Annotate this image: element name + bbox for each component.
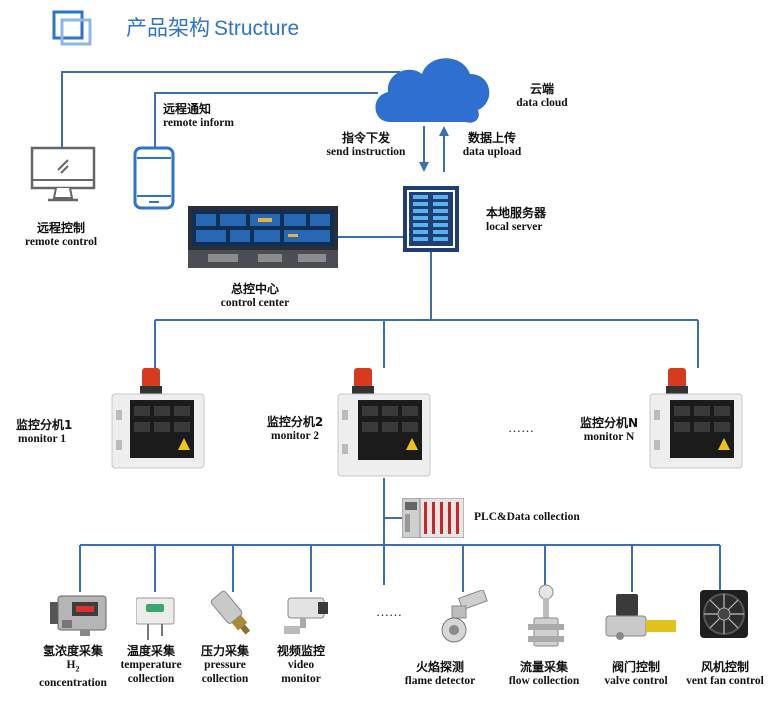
monitor-cabinet-1 [110,366,206,470]
cloud-label-zh: 云端 [529,82,554,96]
control-center-zh: 总控中心 [230,282,279,296]
monitor-1-en: monitor 1 [18,433,67,445]
plc-icon [401,497,465,539]
control-center-image [188,206,338,268]
logo-icon [52,10,92,46]
server-label: 本地服务器 local server [486,206,546,234]
desktop-monitor-icon [30,146,96,204]
page-title-zh: 产品架构 [126,16,210,40]
h2-sensor-icon [50,592,110,638]
flow-meter-icon [526,584,566,650]
device-fan-zh: 风机控制 [700,660,749,674]
remote-control-en: remote control [24,236,98,248]
page-title-en: Structure [214,17,300,40]
cloud-label-en: data cloud [516,97,568,109]
send-arrow [419,126,429,172]
device-video-en2: monitor [281,673,321,685]
device-valve-zh: 阀门控制 [611,660,660,674]
monitor-2-en: monitor 2 [270,430,320,442]
device-fan-en: vent fan control [686,675,764,687]
remote-inform-en: remote inform [163,117,234,129]
cloud-label: 云端 data cloud [512,82,572,110]
upload-label-zh: 数据上传 [467,131,516,145]
send-label-zh: 指令下发 [341,131,390,145]
control-center-en: control center [220,297,290,309]
page-title: 产品架构 Structure [126,12,299,42]
device-temperature-label: 温度采集 temperature collection [110,644,192,686]
monitor-2-label: 监控分机2 monitor 2 [258,415,332,443]
monitor-ellipsis: …… [508,420,534,435]
device-flow-en: flow collection [508,675,580,687]
remote-inform-zh: 远程通知 [163,102,212,116]
monitor-n-label: 监控分机N monitor N [572,416,646,444]
monitor-1-label: 监控分机1 monitor 1 [16,418,72,446]
device-pressure-en2: collection [201,673,249,685]
device-temperature-en2: collection [127,673,175,685]
device-h2-label: 氢浓度采集 H2 concentration [22,644,124,690]
device-pressure-label: 压力采集 pressure collection [190,644,260,686]
plc-label: PLC&Data collection [474,511,580,523]
device-temperature-zh: 温度采集 [126,644,175,658]
device-fan-label: 风机控制 vent fan control [678,660,772,688]
device-pressure-zh: 压力采集 [200,644,249,658]
camera-icon [280,594,330,638]
device-flame-zh: 火焰探测 [415,660,464,674]
device-h2-en: concentration [39,677,107,690]
send-instruction-label: 指令下发 send instruction [316,131,416,159]
sensor-ellipsis: …… [376,604,402,619]
monitor-cabinet-2 [336,366,432,478]
upload-arrow [439,126,449,172]
device-video-en1: video [287,659,315,671]
device-flow-zh: 流量采集 [519,660,568,674]
temperature-sensor-icon [135,596,176,640]
monitor-2-zh: 监控分机2 [266,415,324,429]
phone-icon [133,146,175,210]
valve-icon [600,592,680,642]
device-h2-symbol: H [66,659,76,671]
monitor-n-en: monitor N [583,431,635,443]
device-video-label: 视频监控 video monitor [266,644,336,686]
control-center-label: 总控中心 control center [200,282,310,310]
remote-control-label: 远程控制 remote control [12,221,110,249]
remote-control-zh: 远程控制 [36,221,85,235]
upload-label-en: data upload [462,146,522,158]
device-h2-subscript: 2 [75,664,80,674]
server-icon [403,186,459,252]
device-flame-label: 火焰探测 flame detector [392,660,488,688]
remote-inform-label: 远程通知 remote inform [163,102,234,130]
cloud-icon [370,50,496,126]
device-h2-zh: 氢浓度采集 [42,644,103,658]
vent-fan-icon [700,590,748,638]
device-h2-formula: H2 [22,658,124,676]
send-label-en: send instruction [326,146,406,158]
device-flame-en: flame detector [404,675,476,687]
flame-detector-icon [436,588,490,648]
device-valve-en: valve control [604,675,668,687]
device-flow-label: 流量采集 flow collection [496,660,592,688]
device-valve-label: 阀门控制 valve control [594,660,678,688]
data-upload-label: 数据上传 data upload [454,131,530,159]
monitor-n-zh: 监控分机N [579,416,639,430]
server-label-zh: 本地服务器 [486,206,547,220]
server-label-en: local server [486,221,543,233]
device-pressure-en1: pressure [204,659,246,671]
monitor-cabinet-n [648,366,744,470]
pressure-sensor-icon [208,590,258,640]
device-temperature-en1: temperature [120,659,182,671]
monitor-1-zh: 监控分机1 [16,418,73,432]
device-video-zh: 视频监控 [276,644,325,658]
